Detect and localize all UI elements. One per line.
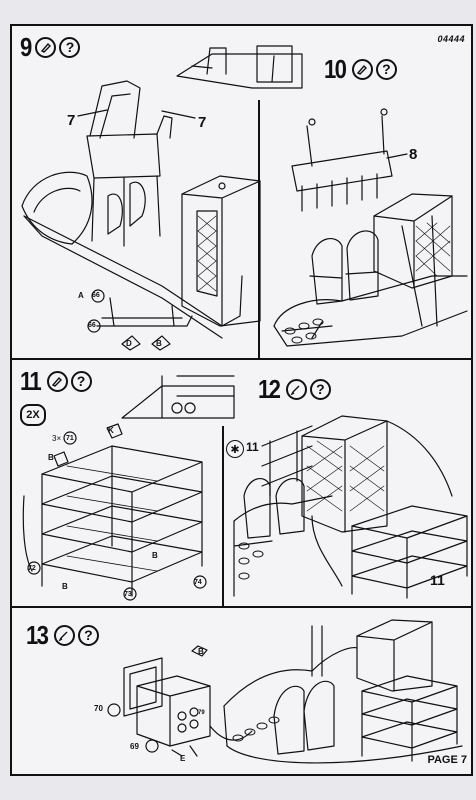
step-12-drawing [233,415,468,599]
divider-col-1 [258,100,260,358]
glue-icon [351,58,373,80]
callout-ref-k: K [108,426,114,435]
divider-col-2 [222,426,224,606]
divider-row-1 [12,358,471,360]
question-icon: ? [309,378,331,400]
callout-part-66-a: 66 [92,292,100,299]
callout-ref-d: D [126,339,132,348]
callout-part-11-a: 11 [246,440,259,454]
assembly-drawings [21,45,468,764]
callout-ref-b: B [198,647,204,656]
step-9-drawing [21,45,303,351]
callout-ref-b-3: B [62,582,68,591]
step-9-header: 9 ? [20,32,81,62]
callout-ref-a: A [78,291,84,300]
step-number: 9 [20,32,32,62]
step-12-header: 12 ? [258,376,331,402]
callout-part-72: 72 [28,565,36,572]
callout-part-79: 79 [198,710,205,716]
callout-ref-b-2: B [152,551,158,560]
instruction-page: 04444 9 ? 10 ? 11 ? 12 ? 13 [10,24,473,776]
callout-part-74: 74 [194,579,202,586]
callout-part-69: 69 [130,742,139,751]
paint-icon [53,624,75,646]
step-11-drawing [22,375,235,601]
callout-part-7-left: 7 [67,112,76,129]
step-11-header: 11 ? [20,368,92,394]
callout-ref-e: E [180,754,186,763]
callout-ref-b-1: B [48,453,54,462]
callout-part-11-b: 11 [430,572,445,588]
step-number: 10 [324,54,347,84]
glue-icon [35,36,57,58]
step-10-header: 10 ? [324,56,397,82]
question-icon: ? [59,36,81,58]
callout-qty-3x: 3× [52,434,62,443]
callout-part-8: 8 [409,146,418,163]
callout-ref-b: B [156,339,162,348]
callout-part-70: 70 [94,704,103,713]
paint-icon [285,378,307,400]
question-icon: ? [375,58,397,80]
question-icon: ? [77,624,99,646]
question-icon: ? [70,370,92,392]
callout-part-7-right: 7 [198,114,207,131]
step-13-drawing [107,619,463,764]
step-number: 12 [258,374,281,404]
page-number: PAGE 7 [427,754,467,766]
star-note-icon: ✱ [226,440,244,458]
step-number: 11 [20,366,42,396]
callout-part-73: 73 [124,591,132,598]
callout-part-66-b: 66 [88,322,96,329]
callout-part-71: 71 [66,435,74,442]
divider-row-2 [12,606,471,608]
step-10-drawing [273,108,468,347]
quantity-badge: 2X [20,404,46,426]
step-number: 13 [26,620,49,650]
glue-icon [46,370,68,392]
kit-code: 04444 [437,34,465,44]
step-13-header: 13 ? [26,622,99,648]
